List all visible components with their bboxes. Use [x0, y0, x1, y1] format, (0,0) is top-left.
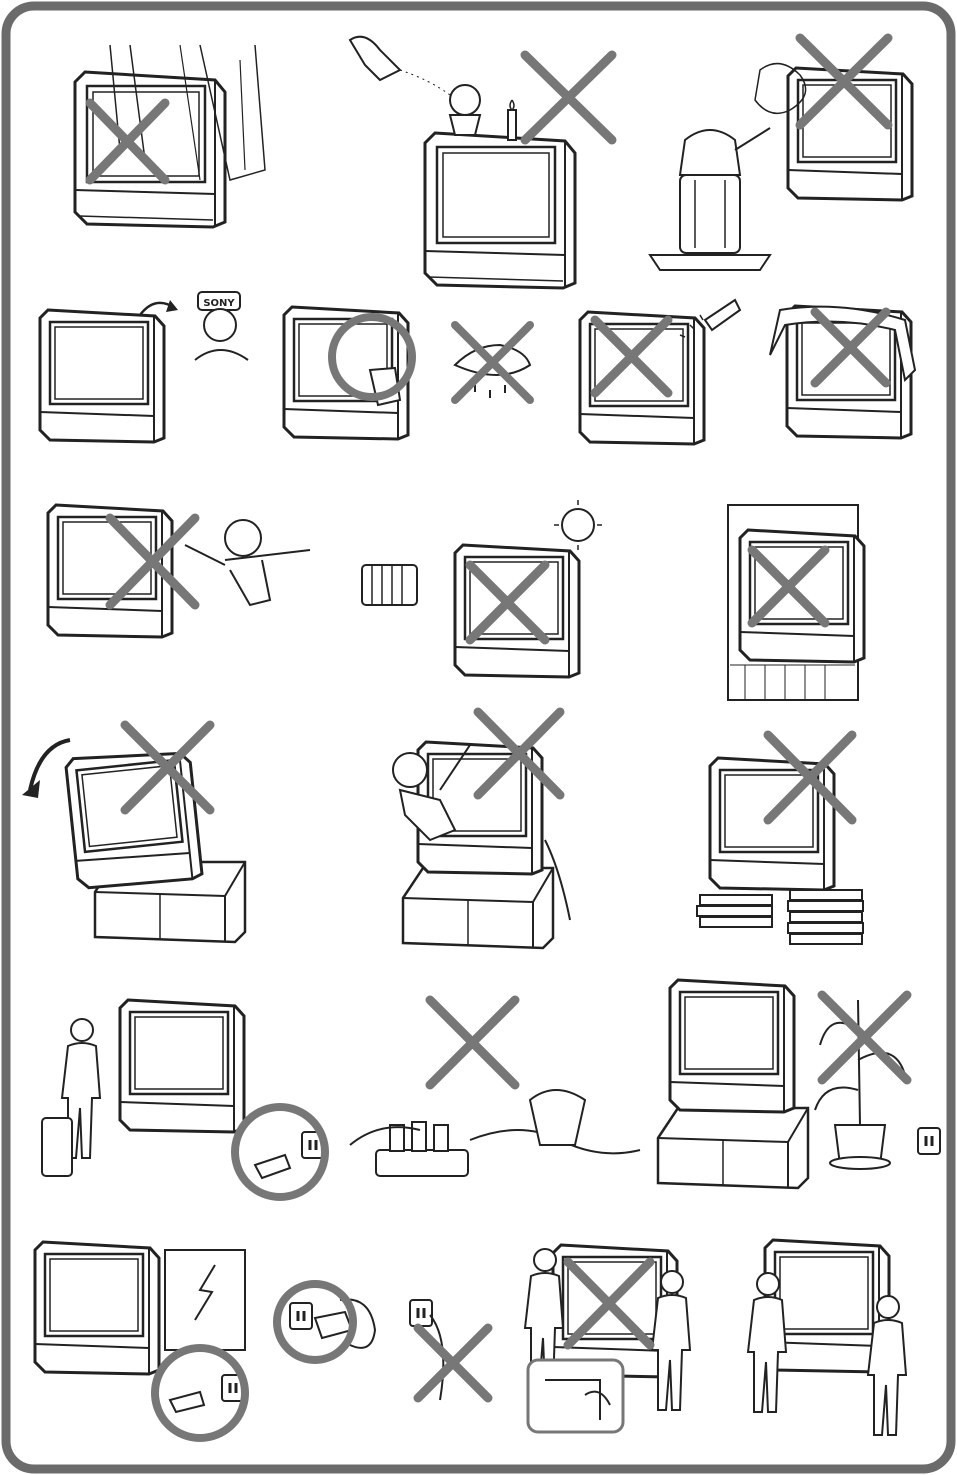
illustration-tv-plant-on-cabinet [656, 978, 942, 1190]
prohibited-cross-icon [473, 707, 565, 800]
illustration-tv-in-enclosed-shelf [727, 504, 866, 701]
prohibited-cross-icon [747, 545, 830, 628]
prohibited-cross-icon [105, 513, 200, 610]
prohibited-cross-icon [817, 990, 912, 1085]
illustration-tv-unplug-when-away [41, 998, 329, 1201]
illustration-tv-wipe-cabinet [282, 305, 416, 441]
illustration-carry-tv-wrong [524, 1243, 691, 1434]
prohibited-cross-icon [120, 720, 215, 815]
prohibited-cross-icon [520, 50, 617, 145]
illustration-tv-with-watering-plant-and-candle [348, 35, 617, 290]
illustration-tv-call-service: SONY [38, 291, 249, 444]
illustration-wet-cloth [451, 321, 534, 404]
prohibited-cross-icon [425, 995, 520, 1090]
recommended-circle-icon [151, 1344, 249, 1442]
illustration-tv-child-poking [46, 503, 311, 639]
illustration-tv-tilting-on-stand [22, 720, 247, 944]
badge-text: SONY [203, 298, 235, 309]
illustration-tv-spray-cleaner [578, 298, 742, 446]
recommended-circle-icon [273, 1280, 357, 1364]
prohibited-cross-icon [795, 33, 893, 130]
sun-icon [561, 508, 595, 542]
prohibited-cross-icon [451, 321, 534, 404]
prohibited-cross-icon [763, 730, 857, 825]
illustration-tv-near-curtain [73, 44, 266, 229]
prohibited-cross-icon [413, 1323, 493, 1403]
illustration-overloaded-outlets [349, 995, 641, 1177]
illustration-tv-child-climbing [392, 707, 571, 950]
illustration-tv-on-books [696, 730, 864, 945]
illustration-pull-plug-properly [273, 1280, 377, 1364]
prohibited-cross-icon [810, 307, 891, 388]
prohibited-cross-icon [563, 1257, 655, 1350]
illustration-pull-cord [408, 1298, 493, 1403]
detail-inset [526, 1358, 625, 1434]
prohibited-cross-icon [590, 315, 673, 398]
illustration-tv-near-humidifier-steam [648, 33, 914, 271]
recommended-circle-icon [231, 1103, 329, 1201]
illustration-tv-heater-and-sun [361, 500, 602, 679]
prohibited-cross-icon [465, 560, 550, 645]
prohibited-cross-icon [85, 98, 170, 185]
recommended-circle-icon [328, 313, 416, 401]
illustration-tv-covered-cloth [769, 304, 917, 440]
illustration-tv-unplug-lightning [33, 1240, 249, 1442]
